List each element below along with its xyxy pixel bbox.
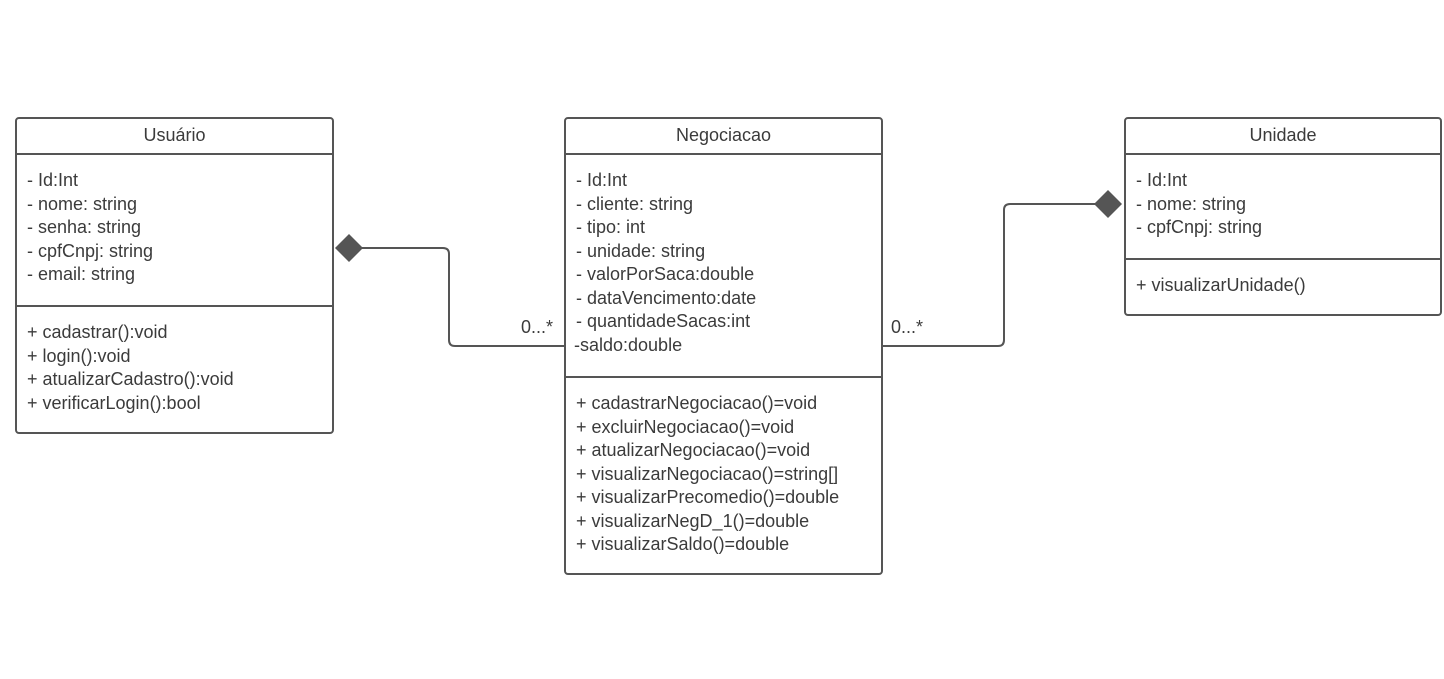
class-name: Usuário [17,119,332,155]
method: + excluirNegociacao()=void [576,416,795,437]
attribute: - valorPorSaca:double [576,264,755,284]
unidade-class-box[interactable]: Unidade - Id:Int - nome: string - cpfCnp… [1124,117,1442,316]
method: + visualizarNegociacao()=string[] [576,463,839,484]
usuario-negociacao-multiplicity: 0...* [521,317,554,337]
class-name: Negociacao [566,119,881,155]
attribute: - cliente: string [576,193,694,214]
attribute: - Id:Int [576,170,628,190]
attribute: - quantidadeSacas:int [576,311,751,331]
attribute: - cpfCnpj: string [1136,217,1263,237]
attribute: - dataVencimento:date [576,287,757,308]
methods-section: + visualizarUnidade() [1126,260,1440,298]
attribute: - Id:Int [1136,170,1188,190]
unidade-negociacao-association-line [883,203,1096,347]
method: + visualizarSaldo()=double [576,534,790,554]
unidade-negociacao-multiplicity: 0...* [891,317,924,337]
method: + visualizarPrecomedio()=double [576,487,840,507]
attribute: - senha: string [27,217,142,237]
method: + login():void [27,345,131,366]
negociacao-class-box[interactable]: Negociacao - Id:Int - cliente: string - … [564,117,883,575]
method: + cadastrar():void [27,322,168,342]
attribute: - tipo: int [576,217,646,237]
method: + visualizarUnidade() [1136,275,1306,295]
method: + visualizarNegD_1()=double [576,510,810,531]
usuario-class-box[interactable]: Usuário - Id:Int - nome: string - senha:… [15,117,334,434]
attribute: - unidade: string [576,240,706,261]
methods-section: + cadastrarNegociacao()=void + excluirNe… [566,378,881,557]
attribute: - email: string [27,264,136,284]
attributes-section: - Id:Int - nome: string - cpfCnpj: strin… [1126,155,1440,260]
attribute: - Id:Int [27,170,79,190]
usuario-composition-diamond [335,234,363,262]
attribute: - cpfCnpj: string [27,240,154,261]
method: + atualizarCadastro():void [27,369,234,389]
class-name: Unidade [1126,119,1440,155]
method: + verificarLogin():bool [27,392,201,413]
methods-section: + cadastrar():void + login():void + atua… [17,307,332,415]
attribute: -saldo:double [574,334,683,355]
attributes-section: - Id:Int - cliente: string - tipo: int -… [566,155,881,378]
method: + cadastrarNegociacao()=void [576,393,818,413]
usuario-negociacao-association-line [362,247,565,347]
attribute: - nome: string [27,193,138,214]
method: + atualizarNegociacao()=void [576,440,811,460]
unidade-composition-diamond [1094,190,1122,218]
attributes-section: - Id:Int - nome: string - senha: string … [17,155,332,307]
attribute: - nome: string [1136,193,1247,214]
